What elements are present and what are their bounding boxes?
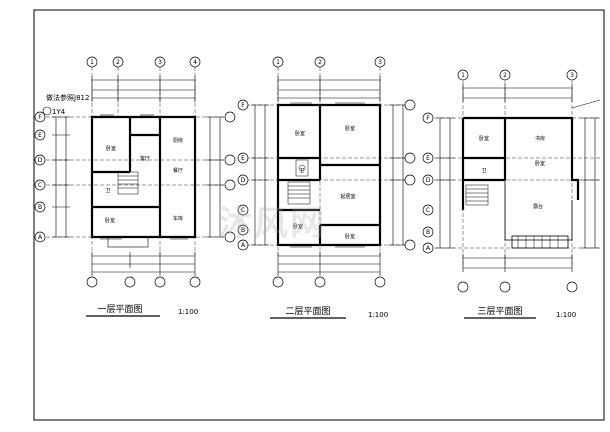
plan-title: 三层平面图 xyxy=(477,306,522,317)
axis-d: D xyxy=(241,177,246,184)
axis-b: B xyxy=(38,204,42,211)
room-label: 卧室 xyxy=(479,135,489,142)
axis-a: A xyxy=(241,242,246,249)
room-label: 卫 xyxy=(299,168,304,174)
sheet-frame xyxy=(33,9,605,421)
room-label: 露台 xyxy=(533,203,543,210)
axis-b: B xyxy=(426,229,430,236)
room-label: 起居室 xyxy=(340,193,355,200)
axis-3-top: 3 xyxy=(378,59,382,66)
note-code: 1Y4 xyxy=(52,108,66,116)
room-label: 书房 xyxy=(535,135,545,142)
room-label: 车库 xyxy=(173,215,183,222)
axis-2-top: 2 xyxy=(318,59,322,66)
axis-e: E xyxy=(241,155,245,162)
note-ref: J812 xyxy=(73,94,89,102)
axis-f: F xyxy=(241,102,245,109)
axis-e: E xyxy=(426,155,430,162)
first-floor-plan: 1 2 3 4 A B C D E F 卧室 客厅 厨房 餐厅 卫 卧室 车库 … xyxy=(34,56,236,317)
note-text: 做法参照 xyxy=(46,93,74,102)
room-label: 卧室 xyxy=(295,130,305,137)
room-label: 卧室 xyxy=(345,125,355,132)
axis-f: F xyxy=(38,114,42,121)
plan-title: 二层平面图 xyxy=(285,306,330,317)
plan-title: 一层平面图 xyxy=(97,304,142,315)
axis-3-top: 3 xyxy=(570,72,574,79)
second-floor-plan: 1 2 3 A B C D E F 卧室 卧室 卫 起居室 卧室 卧室 二层平面… xyxy=(237,56,416,319)
third-floor-plan: 1 2 3 A B C D E F 卧室 书房 卫 露台 卧室 三层平面图 1:… xyxy=(422,69,601,319)
axis-c: C xyxy=(426,207,430,214)
note-bubble xyxy=(42,106,52,116)
plan-scale: 1:100 xyxy=(556,311,576,319)
room-label: 卧室 xyxy=(106,145,116,152)
axis-3-top: 3 xyxy=(158,59,162,66)
axis-c: C xyxy=(241,207,245,214)
axis-b: B xyxy=(241,227,245,234)
room-label: 卧室 xyxy=(535,160,545,167)
room-label: 卫 xyxy=(481,168,486,174)
axis-1-top: 1 xyxy=(461,72,465,79)
axis-a: A xyxy=(426,245,431,252)
plan-scale: 1:100 xyxy=(178,308,198,316)
axis-2-top: 2 xyxy=(503,72,507,79)
axis-2-top: 2 xyxy=(116,59,120,66)
axis-d: D xyxy=(38,157,43,164)
axis-1-top: 1 xyxy=(90,59,94,66)
axis-d: D xyxy=(426,177,431,184)
room-label: 卫 xyxy=(105,188,110,194)
axis-f: F xyxy=(426,115,430,122)
plan-scale: 1:100 xyxy=(368,311,388,319)
room-label: 卧室 xyxy=(105,217,115,224)
axis-a: A xyxy=(38,234,43,241)
axis-e: E xyxy=(38,132,42,139)
room-label: 厨房 xyxy=(173,137,183,144)
axis-4-top: 4 xyxy=(193,59,197,66)
axis-1-top: 1 xyxy=(276,59,280,66)
room-label: 餐厅 xyxy=(173,167,183,174)
room-label: 卧室 xyxy=(345,233,355,240)
room-label: 客厅 xyxy=(140,155,150,162)
room-label: 卧室 xyxy=(293,223,303,230)
axis-c: C xyxy=(38,182,42,189)
